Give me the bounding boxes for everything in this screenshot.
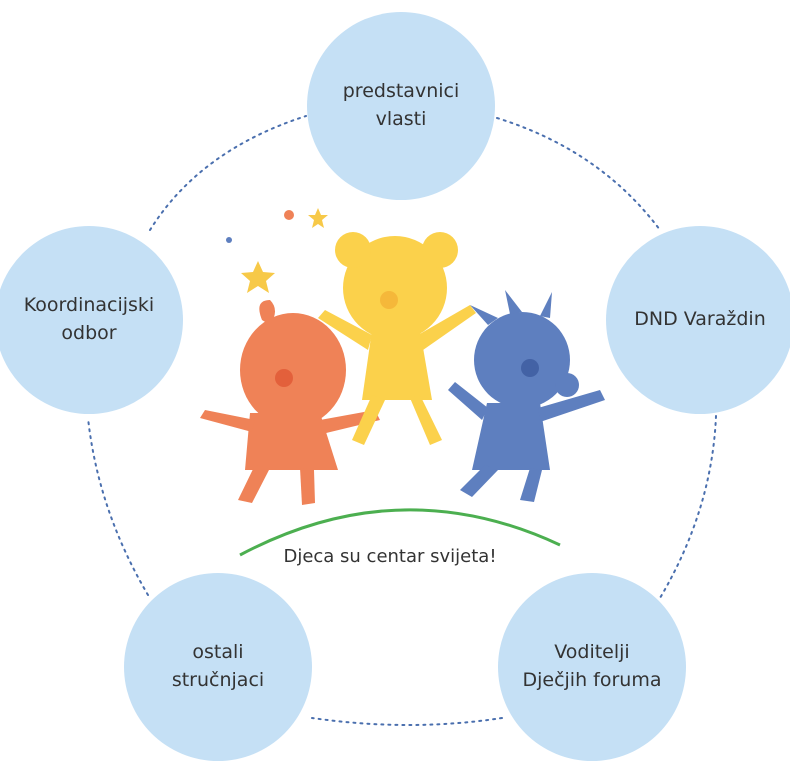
node-dnd-varazdin: DND Varaždin (606, 226, 790, 414)
node-predstavnici-vlasti: predstavnici vlasti (307, 12, 495, 200)
child-yellow-figure (318, 232, 476, 445)
connector-voditelji-to-ostali (311, 717, 503, 726)
caption-text: Djeca su centar svijeta! (283, 546, 497, 567)
node-label: Koordinacijski odbor (23, 294, 155, 344)
connector-dnd-to-voditelji (659, 415, 717, 599)
node-koordinacijski-odbor: Koordinacijski odbor (0, 226, 183, 414)
connector-ostali-to-koordinacijski (87, 417, 149, 596)
child-orange-figure (200, 300, 380, 505)
star-icon (241, 261, 275, 293)
node-label: ostali stručnjaci (171, 641, 265, 691)
dot-orange (284, 210, 294, 220)
connector-predstavnici-to-dnd (496, 117, 661, 231)
connector-koordinacijski-to-predstavnici (149, 115, 307, 231)
child-blue-figure (448, 290, 605, 502)
dot-blue (226, 237, 232, 243)
node-label: Voditelji Dječjih foruma (522, 641, 662, 691)
star-icon (308, 208, 328, 228)
green-arc (239, 508, 561, 557)
node-label: DND Varaždin (634, 308, 766, 331)
node-ostali-strucnjaci: ostali stručnjaci (124, 573, 312, 761)
node-label: predstavnici vlasti (342, 80, 460, 130)
node-voditelji-djecjih-foruma: Voditelji Dječjih foruma (498, 573, 686, 761)
